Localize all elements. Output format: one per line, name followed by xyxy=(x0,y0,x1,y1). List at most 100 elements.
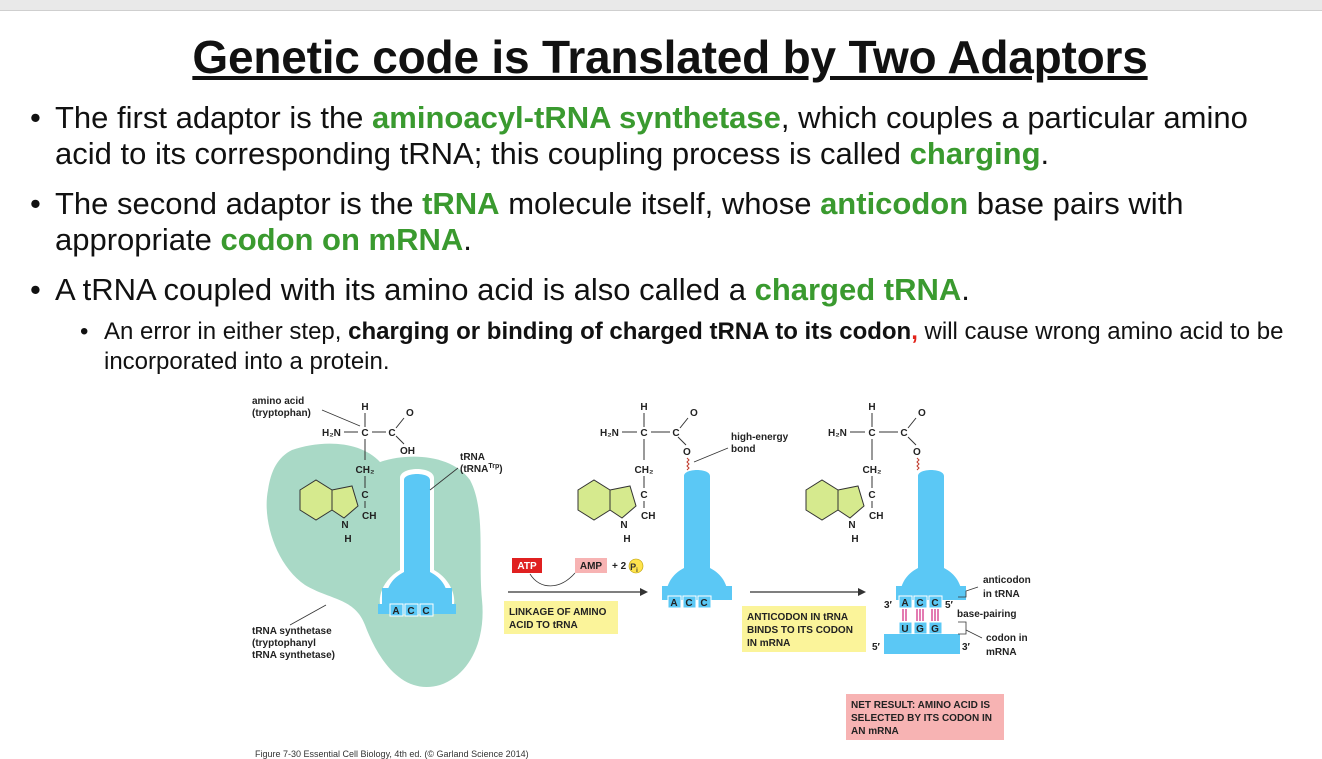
atom-label: C xyxy=(640,428,647,439)
label-trna: tRNA xyxy=(460,452,485,463)
anticodon-label: BINDS TO ITS CODON xyxy=(747,625,853,636)
amino-acid-structure-1: H H₂N C C O OH CH₂ C CH N H xyxy=(299,402,415,545)
bullet-text: molecule itself, whose xyxy=(499,186,821,221)
label-amino-acid: amino acid xyxy=(252,396,304,407)
atom-label: O xyxy=(406,408,414,419)
highlight-term: charged tRNA xyxy=(754,272,962,307)
plus-two-label: + 2 xyxy=(612,561,627,572)
base-label: C xyxy=(422,606,429,617)
linkage-label-box xyxy=(504,601,618,634)
bullet-text: The second adaptor is the xyxy=(55,186,423,221)
atom-label: H xyxy=(361,402,368,413)
anticodon-bases-3: A C C xyxy=(898,595,943,609)
atom-label: C xyxy=(361,428,368,439)
linkage-label: ACID TO tRNA xyxy=(509,620,578,631)
bullet-2: • The second adaptor is the tRNA molecul… xyxy=(30,186,1300,258)
highlight-term: charging xyxy=(909,136,1041,171)
label-codon-in-mrna: mRNA xyxy=(986,647,1017,658)
slide-title: Genetic code is Translated by Two Adapto… xyxy=(192,31,1148,83)
atom-label: C xyxy=(868,490,875,501)
base-label: U xyxy=(901,624,908,635)
base-label: C xyxy=(931,598,938,609)
base-label: C xyxy=(700,598,707,609)
anticodon-label-box xyxy=(742,606,866,652)
atom-label: N xyxy=(848,520,855,531)
atom-label: N xyxy=(620,520,627,531)
mrna-strand: U G G xyxy=(884,621,960,654)
bullet-text: . xyxy=(1040,136,1050,171)
atom-label: O xyxy=(918,408,926,419)
bullet-text: . xyxy=(463,222,472,257)
base-label: C xyxy=(685,598,692,609)
atom-label: CH xyxy=(641,511,655,522)
atom-label: CH₂ xyxy=(356,465,375,476)
atom-label: H₂N xyxy=(600,428,619,439)
atom-label: O xyxy=(683,447,691,458)
atom-label: H xyxy=(868,402,875,413)
label-high-energy-bond: bond xyxy=(731,444,755,455)
amino-acid-structure-3: H H₂N C C O O CH₂ C CH N H xyxy=(805,402,926,545)
label-codon-in-mrna: codon in xyxy=(986,633,1028,644)
label-synthetase: tRNA synthetase xyxy=(252,626,332,637)
atom-label: H₂N xyxy=(828,428,847,439)
highlight-term: aminoacyl-tRNA synthetase xyxy=(372,100,781,135)
base-label: C xyxy=(407,606,414,617)
atom-label: N xyxy=(341,520,348,531)
bullet-3: • A tRNA coupled with its amino acid is … xyxy=(30,272,1300,308)
bullet-dot: • xyxy=(80,318,89,345)
base-label: A xyxy=(670,598,677,609)
atp-amp-reaction: ATP AMP + 2 Pi xyxy=(508,558,648,596)
linkage-label: LINKAGE OF AMINO xyxy=(509,607,607,618)
anticodon-label: ANTICODON IN tRNA xyxy=(747,612,848,623)
bullet-text: will cause wrong amino acid to be incorp… xyxy=(104,318,1284,375)
label-tryptophan: (tryptophan) xyxy=(252,408,311,419)
amp-label: AMP xyxy=(580,561,603,572)
label-synthetase: tRNA synthetase) xyxy=(252,650,335,661)
highlight-term: tRNA xyxy=(422,186,500,221)
base-label: A xyxy=(901,598,908,609)
label-anticodon-in-trna: anticodon xyxy=(983,575,1031,586)
anticodon-label: IN mRNA xyxy=(747,638,790,649)
atom-label: O xyxy=(913,447,921,458)
base-label: C xyxy=(916,598,923,609)
label-trna-trp: (tRNATrp) xyxy=(460,463,503,475)
red-comma: , xyxy=(911,318,918,345)
base-pair-lines xyxy=(902,609,939,621)
label-high-energy-bond: high-energy xyxy=(731,432,789,443)
base-label: G xyxy=(931,624,939,635)
trna-molecule-3 xyxy=(896,470,966,600)
atom-label: CH₂ xyxy=(635,465,654,476)
atom-label: CH xyxy=(869,511,883,522)
atp-label: ATP xyxy=(517,561,537,572)
pi-label: Pi xyxy=(630,562,638,574)
anticodon-bases-1: A C C xyxy=(389,603,434,617)
bullet-dot: • xyxy=(30,100,41,135)
atom-label: H xyxy=(344,534,351,545)
net-result-box xyxy=(846,694,1004,740)
bullet-dot: • xyxy=(30,186,41,221)
atom-label: H xyxy=(640,402,647,413)
prime-label: 5′ xyxy=(945,600,954,611)
atom-label: C xyxy=(900,428,907,439)
label-synthetase: (tryptophanyl xyxy=(252,638,316,649)
bold-phrase: charging or binding of charged tRNA to i… xyxy=(348,318,912,345)
figure-caption: Figure 7-30 Essential Cell Biology, 4th … xyxy=(255,749,529,759)
atom-label: C xyxy=(388,428,395,439)
atom-label: CH₂ xyxy=(863,465,882,476)
window-top-bar xyxy=(0,0,1322,11)
label-base-pairing: base-pairing xyxy=(957,609,1016,620)
bullet-text: . xyxy=(961,272,970,307)
bullet-dot: • xyxy=(30,272,41,307)
bullet-text: base pairs with appropriate xyxy=(55,186,1184,257)
prime-label: 5′ xyxy=(872,642,881,653)
sub-bullet-1: • An error in either step, charging or b… xyxy=(30,317,1300,377)
label-anticodon-in-trna: in tRNA xyxy=(983,589,1020,600)
bullet-text: The first adaptor is the xyxy=(55,100,373,135)
atom-label: C xyxy=(361,490,368,501)
net-result-label: AN mRNA xyxy=(851,726,899,737)
atom-label: H xyxy=(851,534,858,545)
highlight-term: codon on mRNA xyxy=(220,222,464,257)
atom-label: H xyxy=(623,534,630,545)
atom-label: C xyxy=(672,428,679,439)
atom-label: OH xyxy=(400,446,415,457)
